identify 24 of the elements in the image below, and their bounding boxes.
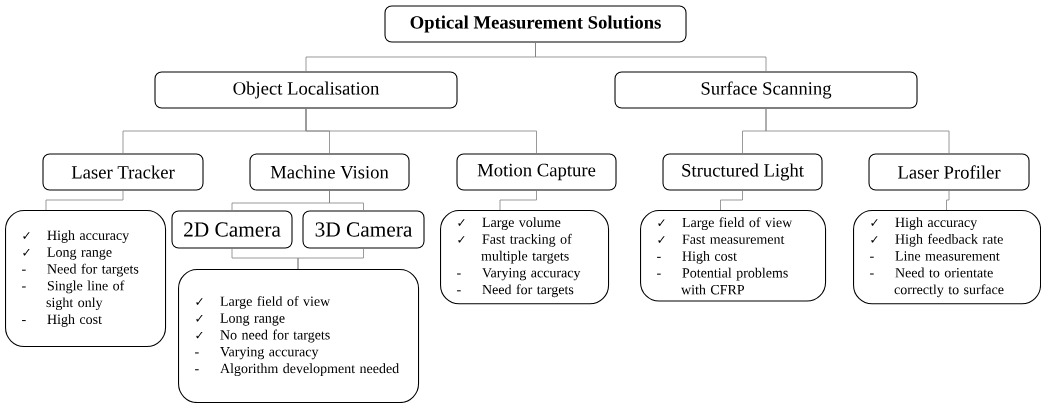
title-box: Optical Measurement Solutions [384, 5, 687, 43]
category-box: Object Localisation [154, 71, 458, 109]
feature-list-box: ✓ Large field of view ✓ Fast measurement - High cost - Potential problems with CFRP [640, 210, 827, 302]
method-box: Machine Vision [249, 153, 410, 191]
camera-box: 3D Camera [302, 210, 425, 249]
connector-line [305, 108, 537, 154]
connector-line [45, 190, 124, 211]
feature-list-box: ✓ Large field of view ✓ Long range ✓ No need for targets - Varying accuracy - Algorithm development needed [178, 269, 420, 403]
connector-line [765, 108, 950, 154]
connector-line [946, 190, 950, 211]
feature-list-box: ✓ High accuracy ✓ High feedback rate - Line measurement - Need to orientate correctly to surface [853, 210, 1041, 305]
method-box: Laser Tracker [42, 153, 204, 191]
feature-list-box: ✓ High accuracy ✓ Long range - Need for targets - Single line of sight only - High cost [5, 210, 167, 348]
method-box: Motion Capture [456, 153, 617, 191]
connector-line [297, 248, 364, 270]
method-box: Laser Profiler [868, 153, 1030, 191]
connector-line [720, 190, 743, 211]
connector-line [499, 190, 537, 211]
camera-box: 2D Camera [171, 210, 293, 249]
connector-line [329, 190, 364, 211]
category-box: Surface Scanning [614, 71, 918, 109]
feature-list-box: ✓ Large volume ✓ Fast tracking of multiple targets - Varying accuracy - Need for targets [440, 210, 610, 305]
method-box: Structured Light [662, 153, 823, 191]
connector-line [535, 42, 767, 72]
